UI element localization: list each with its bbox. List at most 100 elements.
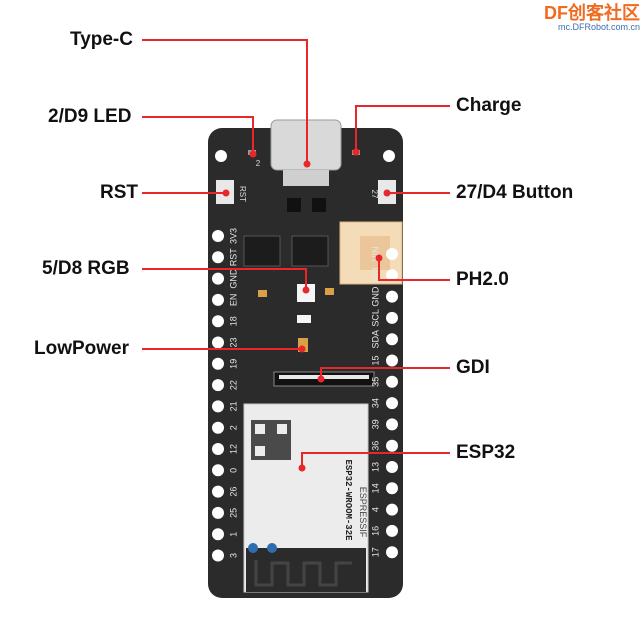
pin-label: EN — [228, 294, 238, 307]
header-pin-hole — [386, 290, 398, 303]
pin-label: 19 — [228, 359, 238, 369]
leader-esp32 — [301, 452, 450, 468]
pin-label: 0 — [228, 468, 238, 473]
header-pin-hole — [386, 524, 398, 537]
header-pin-hole — [212, 251, 224, 264]
header-pin-hole — [212, 293, 224, 306]
pin-label: 1 — [228, 532, 238, 537]
header-pin-hole — [212, 400, 224, 413]
header-pin-hole — [386, 439, 398, 452]
silk-rst: RST — [238, 186, 247, 202]
callout-esp32: ESP32 — [456, 442, 516, 463]
header-pin-hole — [386, 482, 398, 495]
pin-label: 3V3 — [228, 228, 238, 244]
usb-type-c-base — [283, 170, 329, 186]
header-pin-hole — [212, 421, 224, 434]
leader-led — [142, 116, 254, 154]
pin-label: 3V3 — [370, 267, 380, 283]
leader-type-c — [142, 39, 308, 164]
pin-label: 39 — [370, 419, 380, 429]
header-pin-hole — [386, 248, 398, 260]
header-pin-hole — [386, 461, 398, 473]
header-pin-hole — [212, 357, 224, 370]
pin-label: 12 — [228, 444, 238, 454]
lowpower-pad — [298, 338, 308, 352]
pin-label: SDA — [370, 330, 380, 349]
pin-label: 3 — [228, 553, 238, 558]
pin-label: 34 — [370, 398, 380, 408]
header-pin-hole — [212, 485, 224, 498]
pin-label: GND — [370, 286, 380, 307]
header-pin-hole — [212, 315, 224, 328]
callout-lowpower: LowPower — [34, 338, 130, 359]
callout-button: 27/D4 Button — [456, 182, 574, 203]
header-pin-hole — [212, 336, 224, 349]
callout-gdi: GDI — [456, 357, 490, 378]
header-pin-hole — [212, 549, 224, 562]
callout-type-c: Type-C — [70, 29, 133, 50]
header-pin-hole — [212, 506, 224, 519]
brand-logo: DF创客社区 — [544, 3, 640, 23]
header-pin-hole — [212, 528, 224, 541]
callout-led: 2/D9 LED — [48, 106, 132, 127]
leader-ph — [378, 258, 450, 281]
pin-label: VIN — [370, 246, 380, 261]
pin-label: 22 — [228, 380, 238, 390]
header-pin-hole — [212, 443, 224, 455]
callout-ph: PH2.0 — [456, 269, 509, 290]
callout-charge: Charge — [456, 95, 522, 116]
mount-hole — [215, 150, 227, 162]
firebeetle-board: ESP32-WROOM-32E ESPRESSIF RST 2 27 3V3RS… — [208, 119, 403, 598]
silk-27: 27 — [370, 190, 379, 199]
header-pin-hole — [212, 464, 224, 477]
header-pin-hole — [212, 272, 224, 285]
pin-label: 4 — [370, 507, 380, 512]
leader-lines — [142, 39, 450, 468]
pin-label: 18 — [228, 316, 238, 326]
header-pin-hole — [386, 397, 398, 410]
pin-label: 13 — [370, 462, 380, 472]
pin-label: RST — [228, 248, 238, 267]
leader-charge — [355, 105, 450, 152]
pin-label: 25 — [228, 508, 238, 518]
pin-label: 21 — [228, 401, 238, 411]
regulator-chip — [243, 235, 281, 267]
header-pin-hole — [386, 269, 398, 282]
pin-label: 15 — [370, 355, 380, 365]
leader-rgb — [142, 268, 307, 290]
mount-hole — [383, 150, 395, 162]
pin-label: SCL — [370, 309, 380, 327]
pin-label: 2 — [228, 425, 238, 430]
header-pin-hole — [386, 333, 398, 346]
pin-label: 23 — [228, 337, 238, 347]
callout-rst: RST — [100, 182, 138, 203]
brand-url: mc.DFRobot.com.cn — [557, 22, 640, 32]
module-brand: ESPRESSIF — [358, 487, 368, 538]
pin-label: 16 — [370, 526, 380, 536]
header-pin-hole — [386, 375, 398, 388]
header-pin-hole — [212, 230, 224, 242]
header-pin-hole — [386, 546, 398, 559]
header-pin-hole — [386, 418, 398, 431]
pin-label: 35 — [370, 377, 380, 387]
header-pin-hole — [386, 311, 398, 324]
pin-label: GND — [228, 268, 238, 289]
dfrobot-logo: DF创客社区 mc.DFRobot.com.cn — [544, 4, 640, 32]
header-pin-hole — [386, 503, 398, 516]
charger-chip — [291, 235, 329, 267]
pin-label: 14 — [370, 483, 380, 493]
pin-label: 26 — [228, 487, 238, 497]
callout-rgb: 5/D8 RGB — [42, 258, 130, 279]
silk-led: 2 — [256, 159, 261, 168]
pin-label: 17 — [370, 547, 380, 557]
leader-gdi — [320, 367, 450, 379]
header-pin-hole — [386, 354, 398, 367]
module-name: ESP32-WROOM-32E — [343, 459, 353, 541]
leader-dots — [222, 148, 391, 472]
pin-label: 36 — [370, 441, 380, 451]
header-pin-hole — [212, 379, 224, 392]
